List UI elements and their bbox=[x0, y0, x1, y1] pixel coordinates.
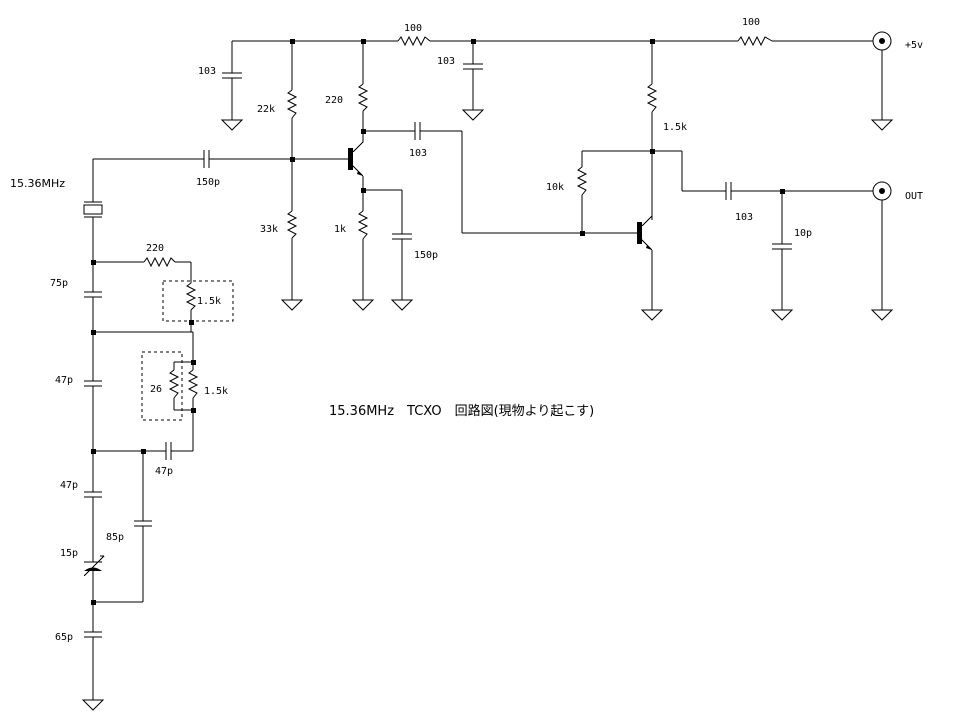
label-r-feedback: 10k bbox=[546, 182, 564, 193]
trimmer-capacitor bbox=[83, 555, 105, 577]
label-r-collector1: 220 bbox=[325, 95, 343, 106]
label-r-top2: 100 bbox=[742, 17, 760, 28]
label-c-47c: 47p bbox=[60, 480, 78, 491]
label-c-out: 103 bbox=[735, 212, 753, 223]
label-c-trim: 15p bbox=[60, 548, 78, 559]
label-r-collector2: 1.5k bbox=[663, 122, 687, 133]
label-c-47b: 47p bbox=[155, 466, 173, 477]
label-thermistor1: 1.5k bbox=[197, 296, 221, 307]
supply-terminal-label: +5v bbox=[905, 40, 923, 51]
resistor-100-right bbox=[737, 35, 773, 47]
label-r-series: 220 bbox=[146, 243, 164, 254]
thermistor-box-2 bbox=[141, 351, 183, 421]
label-c-coupling1: 103 bbox=[409, 148, 427, 159]
label-r-top1: 100 bbox=[404, 23, 422, 34]
label-c-65: 65p bbox=[55, 632, 73, 643]
label-c-dec2: 103 bbox=[437, 56, 455, 67]
label-thermistor2: 1.5k bbox=[204, 386, 228, 397]
label-c-75: 75p bbox=[50, 278, 68, 289]
transistor-q1 bbox=[348, 131, 364, 190]
thermistor-box-1 bbox=[162, 280, 234, 322]
label-c-47a: 47p bbox=[55, 375, 73, 386]
schematic-title: 15.36MHz TCXO 回路図(現物より起こす) bbox=[329, 403, 594, 419]
resistor-100-left bbox=[397, 35, 431, 47]
supply-terminal bbox=[872, 31, 892, 51]
output-terminal bbox=[872, 181, 892, 201]
crystal-label: 15.36MHz bbox=[10, 177, 65, 190]
label-r-bias-top: 22k bbox=[257, 104, 275, 115]
label-c-load: 10p bbox=[794, 228, 812, 239]
crystal bbox=[83, 201, 103, 218]
transistor-q2 bbox=[637, 210, 653, 300]
label-r-parallel: 26 bbox=[150, 384, 162, 395]
label-r-emitter1: 1k bbox=[334, 224, 346, 235]
label-c-input: 150p bbox=[196, 177, 220, 188]
label-c-dec1: 103 bbox=[198, 66, 216, 77]
label-c-emitter1: 150p bbox=[414, 250, 438, 261]
label-c-85: 85p bbox=[106, 532, 124, 543]
junctions bbox=[91, 39, 785, 605]
label-r-bias-bot: 33k bbox=[260, 224, 278, 235]
output-terminal-label: OUT bbox=[905, 191, 923, 202]
